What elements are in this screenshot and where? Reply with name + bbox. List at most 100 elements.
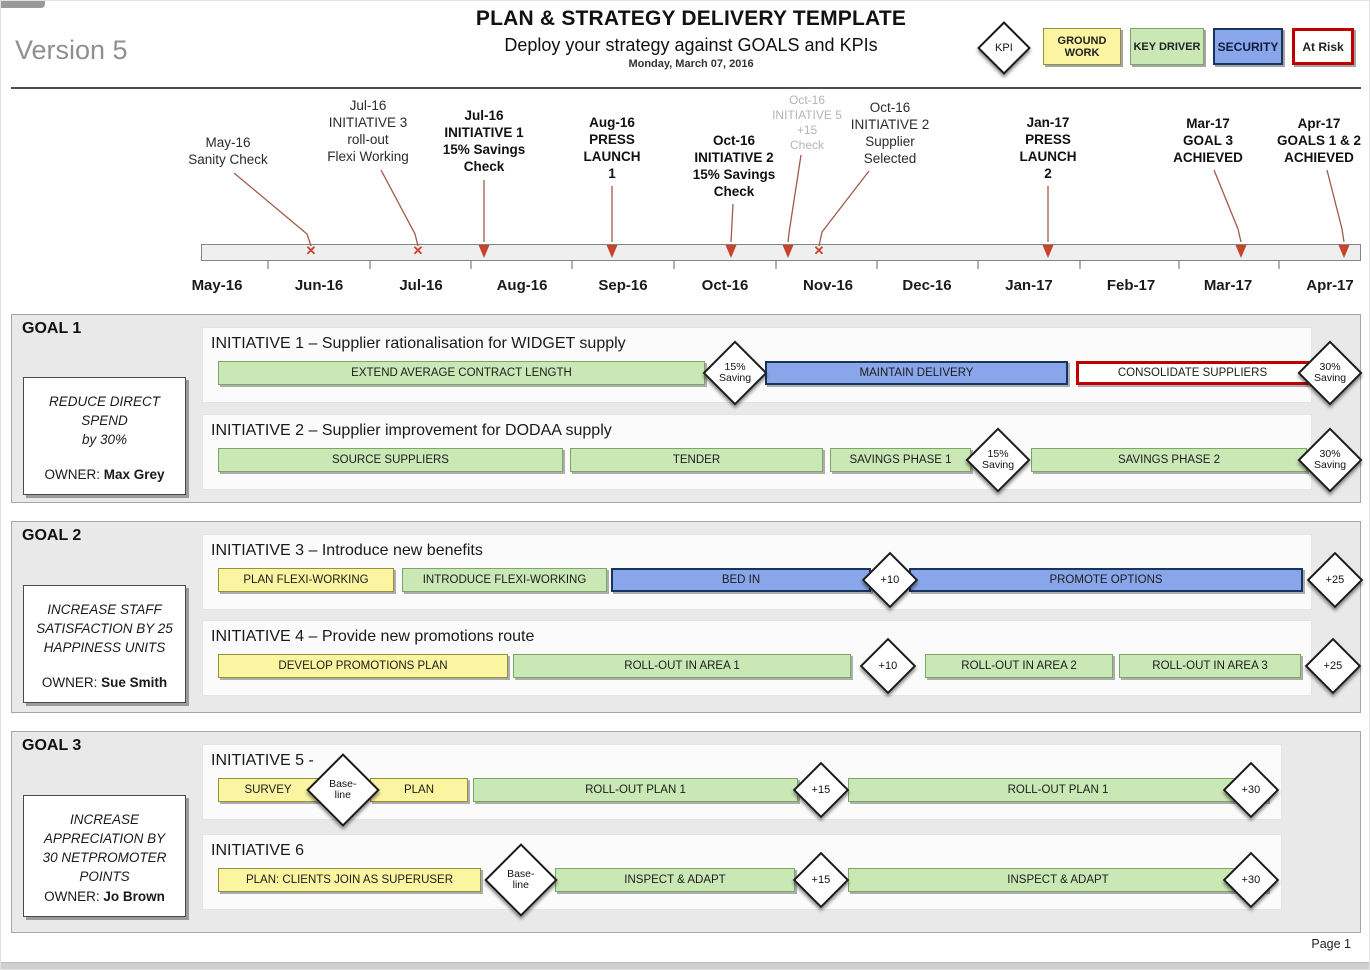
milestone-x-marker: ✕ (305, 243, 317, 258)
page-number: Page 1 (1311, 937, 1351, 951)
initiative-title: INITIATIVE 2 – Supplier improvement for … (211, 422, 612, 439)
legend-chip-atrisk: At Risk (1292, 28, 1354, 65)
initiative-bar: INSPECT & ADAPT (848, 868, 1268, 892)
initiative-bar: PLAN (370, 778, 468, 802)
kpi-diamond-line: Saving (981, 458, 1015, 471)
goal-statement-line: INCREASE (69, 812, 140, 827)
milestone-label-line: Check (789, 138, 825, 152)
milestone-label-line: 15% Savings (692, 167, 776, 182)
initiative-bar-label: SOURCE SUPPLIERS (332, 454, 449, 466)
goal-statement-box: REDUCE DIRECT SPEND by 30% OWNER: Max Grey (23, 377, 186, 495)
goal-statement: REDUCE DIRECT SPEND by 30% (24, 392, 185, 449)
page-subtitle: Deploy your strategy against GOALS and K… (504, 35, 878, 55)
kpi-milestone-diamond: +25 (1306, 551, 1364, 609)
header-title-block: PLAN & STRATEGY DELIVERY TEMPLATE Deploy… (341, 7, 1041, 70)
initiative-bar: BED IN (611, 568, 871, 592)
goal-statement-line: 30 NETPROMOTER (42, 850, 167, 865)
kpi-milestone-diamond: +10 (859, 637, 917, 695)
milestone-label-line: Jul-16 (349, 98, 387, 113)
timeline-month-label: Nov-16 (802, 277, 854, 294)
goal-statement-line: SATISFACTION BY 25 (36, 621, 173, 636)
legend-chip-label: At Risk (1302, 39, 1344, 54)
kpi-diamond-line: +15 (811, 873, 831, 886)
milestone-label-line: INITIATIVE 3 (328, 115, 408, 130)
timeline-month-label: May-16 (191, 277, 243, 294)
initiative-bar-label: CONSOLIDATE SUPPLIERS (1117, 367, 1268, 379)
timeline-month-label: Sep-16 (598, 277, 648, 294)
milestone-label-line: ACHIEVED (1284, 150, 1354, 165)
legend-chip-keydriver: KEY DRIVER (1130, 28, 1204, 65)
initiative-bar: ROLL-OUT IN AREA 1 (513, 654, 851, 678)
goal-statement-line: SPEND (81, 413, 128, 428)
milestone-label-line: INITIATIVE 2 (850, 117, 930, 132)
initiative-bar-label: BED IN (721, 574, 761, 586)
kpi-diamond-line: line (334, 789, 352, 801)
goal-title: GOAL 2 (22, 527, 82, 544)
goal-owner-label: OWNER: (44, 889, 104, 904)
milestone-label-line: INITIATIVE 5 (772, 108, 842, 122)
kpi-diamond-line: Saving (1313, 458, 1347, 471)
initiative-bar-label: PLAN (403, 784, 435, 796)
initiative-title: INITIATIVE 6 (211, 842, 305, 859)
kpi-diamond-line: +10 (878, 659, 898, 672)
milestone-label-line: Mar-17 (1186, 116, 1230, 131)
milestone-x-marker: ✕ (813, 243, 825, 258)
milestone-label-line: Selected (863, 151, 917, 166)
initiative-bar-label: PLAN: CLIENTS JOIN AS SUPERUSER (245, 874, 454, 886)
initiative-bar: ROLL-OUT PLAN 1 (848, 778, 1268, 802)
milestone-label-line: roll-out (347, 132, 389, 147)
kpi-milestone-diamond: 30%Saving (1297, 340, 1363, 406)
initiative-bar-label: ROLL-OUT PLAN 1 (585, 784, 686, 796)
initiative-bar: ROLL-OUT PLAN 1 (473, 778, 798, 802)
goal-owner: OWNER: Sue Smith (24, 675, 185, 690)
kpi-milestone-diamond: +30 (1222, 761, 1280, 819)
milestone-label-line: Jul-16 (464, 108, 504, 123)
kpi-diamond-line: +15 (811, 783, 831, 796)
initiative-bar: EXTEND AVERAGE CONTRACT LENGTH (218, 361, 705, 385)
legend-chip-security: SECURITY (1213, 28, 1283, 65)
initiative-bar-label: SURVEY (244, 784, 292, 796)
initiative-bar: MAINTAIN DELIVERY (765, 361, 1068, 385)
timeline-month-label: Aug-16 (496, 277, 548, 294)
initiative-bar: PLAN: CLIENTS JOIN AS SUPERUSER (218, 868, 481, 892)
initiative-bar-label: INSPECT & ADAPT (1007, 874, 1109, 886)
milestone-label-line: Flexi Working (327, 149, 409, 164)
initiative-bar: CONSOLIDATE SUPPLIERS (1076, 361, 1309, 385)
timeline-bar (201, 244, 1361, 261)
kpi-milestone-diamond: +25 (1304, 637, 1362, 695)
bottom-strip (1, 962, 1369, 969)
initiative-bar: SURVEY (218, 778, 318, 802)
initiative-title: INITIATIVE 3 – Introduce new benefits (211, 542, 483, 559)
initiative-bar-label: PROMOTE OPTIONS (1049, 574, 1163, 586)
initiative-bar: TENDER (570, 448, 823, 472)
kpi-milestone-diamond-label: Base-line (507, 868, 534, 891)
timeline-month-label: Mar-17 (1203, 277, 1253, 294)
goal-statement-line: by 30% (81, 432, 128, 447)
kpi-diamond-line: +10 (880, 573, 900, 586)
initiative-bar-label: SAVINGS PHASE 1 (849, 454, 952, 466)
kpi-milestone-diamond-label: 15%Saving (981, 448, 1015, 471)
initiative-bar: SAVINGS PHASE 1 (830, 448, 971, 472)
goal-owner: OWNER: Max Grey (24, 467, 185, 482)
initiative-bar: PROMOTE OPTIONS (909, 568, 1303, 592)
kpi-milestone-diamond-label: +25 (1324, 659, 1343, 671)
goal-owner: OWNER: Jo Brown (24, 889, 185, 904)
initiative-row: INITIATIVE 2 – Supplier improvement for … (202, 414, 1363, 493)
kpi-milestone-diamond-label: +10 (880, 573, 900, 586)
goal-statement-line: REDUCE DIRECT (48, 394, 160, 409)
initiative-row: INITIATIVE 1 – Supplier rationalisation … (202, 327, 1363, 406)
initiative-bar-label: MAINTAIN DELIVERY (859, 367, 974, 379)
legend-chip-groundwork: GROUND WORK (1043, 28, 1121, 65)
kpi-milestone-diamond: 15%Saving (965, 427, 1031, 493)
kpi-diamond-line: +25 (1325, 573, 1345, 586)
goal-statement-line: POINTS (79, 869, 130, 884)
page-date: Monday, March 07, 2016 (628, 58, 754, 70)
